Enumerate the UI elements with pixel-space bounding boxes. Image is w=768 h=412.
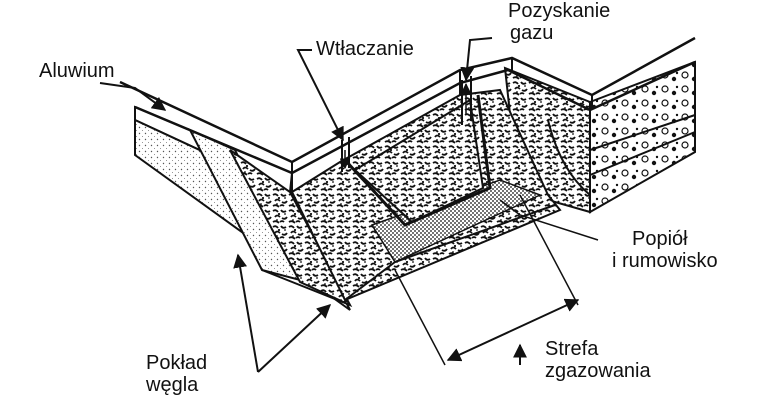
surface-layer bbox=[119, 36, 696, 192]
gasification-zone-dimension bbox=[394, 194, 580, 366]
label-ash-line-2: i rumowisko bbox=[612, 250, 718, 272]
label-gasification-zone: Strefa zgazowania bbox=[545, 338, 651, 382]
label-coal-line-1: Pokład bbox=[146, 352, 208, 374]
label-injection: Wtłaczanie bbox=[316, 38, 414, 60]
gas-recovery-arrow bbox=[460, 37, 493, 82]
production-well bbox=[460, 76, 472, 125]
coal-seam-arrow-1 bbox=[233, 253, 259, 373]
injection-arrow bbox=[296, 49, 344, 142]
ash-leader bbox=[499, 199, 599, 241]
label-ash-line-1: Popiół bbox=[632, 228, 688, 250]
label-gas-recovery-line-1: Pozyskanie bbox=[508, 0, 611, 22]
label-ash-rubble: Popiół i rumowisko bbox=[612, 228, 718, 272]
label-zone-line-1: Strefa bbox=[545, 338, 599, 360]
injection-well bbox=[339, 137, 351, 172]
coal-seam-arrow-2 bbox=[257, 304, 332, 373]
gasification-channel bbox=[290, 88, 562, 302]
label-gas-recovery-line-2: gazu bbox=[510, 22, 554, 44]
label-coal-seam: Pokład węgla bbox=[146, 352, 207, 396]
label-coal-line-2: węgla bbox=[146, 374, 199, 396]
label-zone-line-2: zgazowania bbox=[545, 360, 651, 382]
label-aluvium: Aluwium bbox=[39, 60, 115, 82]
label-gas-recovery: Pozyskanie gazu bbox=[508, 0, 610, 44]
aluvium-arrow bbox=[99, 82, 167, 111]
leader-lines bbox=[99, 37, 599, 373]
